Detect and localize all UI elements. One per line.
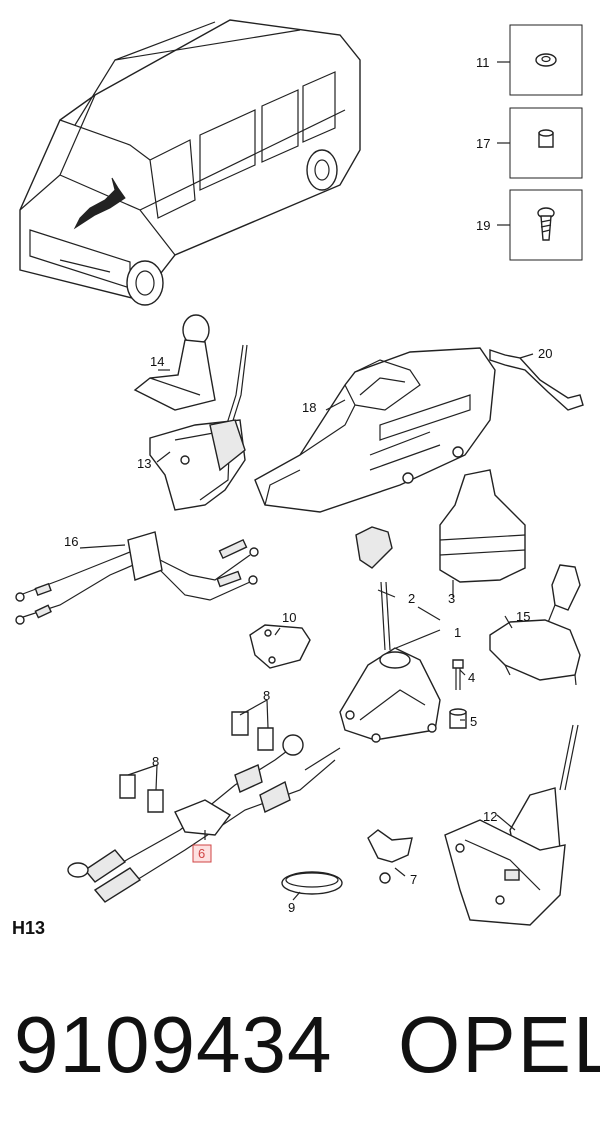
exploded-parts-diagram: 1 2 3 4 5 6 7 8 8 9 10 11 12 13 14 15 16… [15,19,584,926]
callout-6: 6 [198,846,205,861]
part-8-clips-lower [119,774,164,813]
callout-13: 13 [137,456,151,471]
callout-labels: 1 2 3 4 5 6 7 8 8 9 10 11 12 13 14 15 16… [64,55,552,915]
callout-8-lower: 8 [152,754,159,769]
callout-12: 12 [483,809,497,824]
callout-1: 1 [454,625,461,640]
callout-18: 18 [302,400,316,415]
callout-4: 4 [468,670,475,685]
detail-box-17 [497,107,583,179]
part-14-shift-boot [133,314,216,411]
leader-lines [79,353,534,901]
callout-20: 20 [538,346,552,361]
callout-16: 16 [64,534,78,549]
part-6-gear-cables [67,734,341,903]
part-18-center-console [254,347,496,513]
callout-10: 10 [282,610,296,625]
part-15-shift-knob-housing [489,564,581,686]
callout-11: 11 [476,55,490,70]
callout-15: 15 [516,609,530,624]
callout-19: 19 [476,218,490,233]
part-10-plate [249,624,311,669]
detail-box-19 [497,189,583,261]
section-code: H13 [12,918,46,938]
part-16-cables [15,531,259,625]
part-1-lever-base [339,581,441,743]
callout-6-highlighted: 6 [192,844,212,863]
callout-2: 2 [408,591,415,606]
callout-9: 9 [288,900,295,915]
detail-box-11 [497,24,583,96]
callout-7: 7 [410,872,417,887]
part-3-boot [439,469,526,583]
callout-5: 5 [470,714,477,729]
part-4-bolt [452,659,464,690]
brand-name: OPEL [398,1000,600,1089]
callout-17: 17 [476,136,490,151]
part-20-bracket [489,349,584,411]
part-13-shift-assembly [149,344,248,511]
callout-14: 14 [150,354,164,369]
van-illustration [19,19,361,306]
part-12-lever-assembly [444,724,579,926]
part-2-knob [355,526,393,569]
part-5-bushing [449,708,467,729]
callout-8-upper: 8 [263,688,270,703]
part-number: 9109434 [14,1000,333,1089]
part-7-clip [367,829,413,884]
part-9-grommet [281,871,343,895]
callout-3: 3 [448,591,455,606]
part-8-clips-upper [231,711,274,751]
